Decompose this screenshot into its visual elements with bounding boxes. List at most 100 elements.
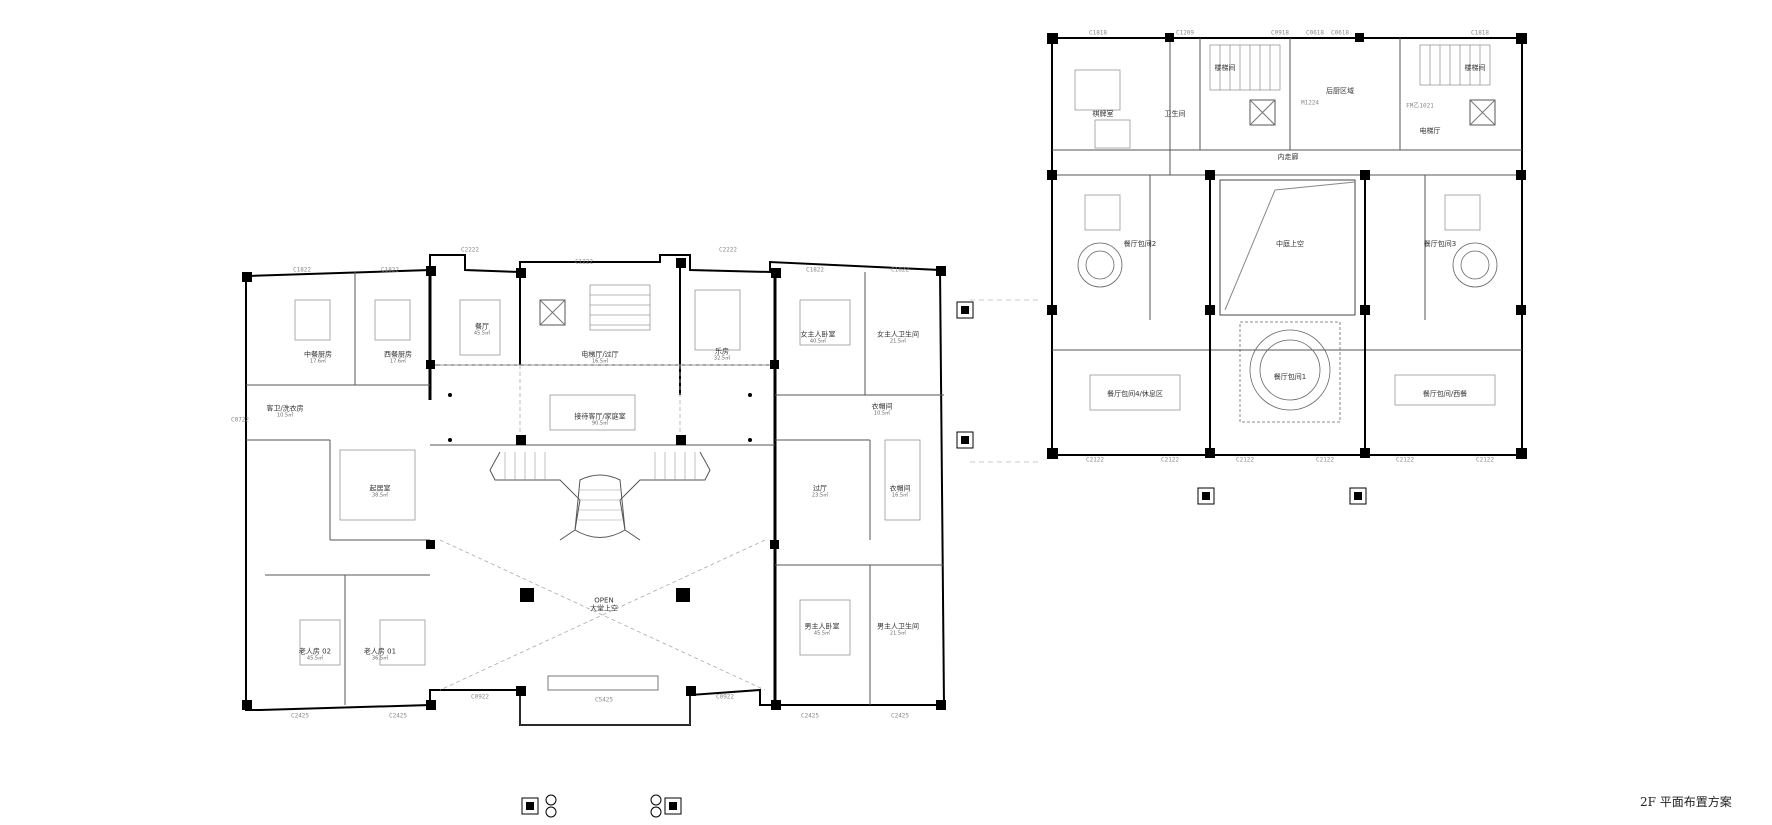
window-code: C1222 [574, 258, 594, 266]
room-area: 21.5㎡ [889, 338, 907, 345]
window-code: C1822 [380, 266, 400, 274]
left-plan [245, 254, 946, 726]
front-terrace [519, 690, 691, 726]
connector-lines [970, 299, 1040, 463]
window-code: C0922 [470, 693, 490, 701]
window-code: C1818 [1088, 29, 1108, 37]
left-outer-wall [245, 254, 946, 726]
grand-stair-center [574, 474, 626, 538]
room-area: 16.5㎡ [891, 492, 909, 499]
room-name: 餐厅 [474, 322, 489, 331]
window-code: C2122 [1235, 456, 1255, 464]
room-guest-wc: 客卫/洗衣房 10.5㎡ [266, 405, 303, 418]
window-code: C0918 [1270, 29, 1290, 37]
room-area: 16.5㎡ [591, 358, 609, 365]
room-name: 接待客厅/家庭室 [574, 412, 626, 421]
room-area: 45.5㎡ [306, 655, 324, 662]
room-name: 衣帽间 [871, 402, 893, 411]
room-elder-2: 老人房 02 45.5㎡ [299, 648, 331, 661]
room-area: 90.5㎡ [591, 420, 609, 427]
room-area: 10.5㎡ [276, 412, 294, 419]
room-name: 老人房 01 [363, 647, 397, 656]
door-code: FM乙1021 [1406, 102, 1434, 110]
room-back-kitchen: 后厨区域 [1326, 87, 1354, 96]
room-corridor: 内走廊 [1277, 153, 1299, 162]
marker-columns [521, 301, 1367, 818]
room-area: 36.5㎡ [371, 655, 389, 662]
window-code: C0722 [230, 416, 250, 424]
room-closet-1: 衣帽间 10.5㎡ [872, 403, 893, 416]
window-code: C5425 [594, 696, 614, 704]
room-name: 女主人卧室 [800, 330, 836, 339]
room-name: 中餐厨房 [304, 350, 332, 359]
room-living: 起居室 38.5㎡ [370, 485, 391, 498]
room-stairs-2: 楼梯间 [1464, 64, 1486, 73]
room-area: 21.5㎡ [889, 630, 907, 637]
room-name: 起居室 [369, 484, 391, 493]
window-code: C2425 [388, 712, 408, 720]
window-code: C2425 [290, 712, 310, 720]
room-private-3: 餐厅包间3 [1423, 240, 1457, 249]
left-columns [242, 258, 946, 710]
room-name: 过厅 [812, 484, 827, 493]
room-atrium: 中庭上空 [1276, 240, 1304, 249]
window-code: C1822 [890, 266, 910, 274]
room-name: 衣帽间 [889, 484, 911, 493]
room-name: 西餐厨房 [384, 350, 412, 359]
open-text: OPEN [594, 596, 614, 605]
room-name: 男主人卧室 [804, 622, 840, 631]
room-elevator: 电梯厅 [1419, 127, 1441, 136]
room-chess: 棋牌室 [1092, 110, 1114, 119]
room-music: 乐房 32.5㎡ [714, 348, 730, 361]
room-private-1: 餐厅包间1 [1273, 373, 1307, 382]
window-code: C2222 [460, 246, 480, 254]
window-code: C0922 [715, 693, 735, 701]
room-dining: 餐厅 45.5㎡ [474, 323, 490, 336]
room-area: 40.5㎡ [809, 338, 827, 345]
room-host-bath: 男主人卫生间 21.5㎡ [877, 623, 919, 636]
room-area: 10.5㎡ [873, 410, 891, 417]
elevator-box-left [539, 299, 566, 326]
window-code: C2122 [1315, 456, 1335, 464]
window-code: C1818 [1470, 29, 1490, 37]
window-code: C2122 [1160, 456, 1180, 464]
window-code: C0618 [1330, 29, 1350, 37]
room-kitchen-west: 西餐厨房 17.6㎡ [384, 351, 412, 364]
right-columns [1047, 33, 1527, 459]
window-code: C2122 [1475, 456, 1495, 464]
window-code: C2425 [890, 712, 910, 720]
window-code: C1822 [292, 266, 312, 274]
room-closet-2: 衣帽间 16.5㎡ [890, 485, 911, 498]
room-hostess-bath: 女主人卫生间 21.5㎡ [877, 331, 919, 344]
room-area: 38.5㎡ [371, 492, 389, 499]
room-passage: 过厅 23.5㎡ [812, 485, 828, 498]
room-name: 客卫/洗衣房 [266, 404, 304, 413]
room-name: 乐房 [714, 347, 729, 356]
window-code: C1209 [1175, 29, 1195, 37]
room-area: 17.6㎡ [389, 358, 407, 365]
room-area: 32.5㎡ [713, 355, 731, 362]
window-code: C1822 [805, 266, 825, 274]
room-private-2: 餐厅包间2 [1123, 240, 1157, 249]
atrium-open-label: OPEN 大堂上空 [590, 597, 618, 614]
door-code: M1224 [1300, 99, 1320, 107]
room-reception: 接待客厅/家庭室 90.5㎡ [574, 413, 625, 426]
room-stairs-1: 楼梯间 [1214, 64, 1236, 73]
open-subtext: 大堂上空 [590, 605, 618, 613]
room-area: 45.5㎡ [813, 630, 831, 637]
room-private-4: 餐厅包间4/休息区 [1107, 390, 1163, 399]
room-name: 女主人卫生间 [877, 330, 919, 339]
room-wc: 卫生间 [1164, 110, 1186, 119]
room-area: 23.5㎡ [811, 492, 829, 499]
room-elder-1: 老人房 01 36.5㎡ [364, 648, 396, 661]
room-host-bed: 男主人卧室 45.5㎡ [805, 623, 840, 636]
room-name: 电梯厅/过厅 [581, 350, 619, 359]
window-code: C2425 [800, 712, 820, 720]
room-area: 45.5㎡ [473, 330, 491, 337]
room-private-west: 餐厅包间/西餐 [1422, 390, 1468, 399]
atrium-outline [1219, 179, 1356, 316]
room-name: 老人房 02 [298, 647, 332, 656]
room-elevator-hall: 电梯厅/过厅 16.5㎡ [581, 351, 618, 364]
